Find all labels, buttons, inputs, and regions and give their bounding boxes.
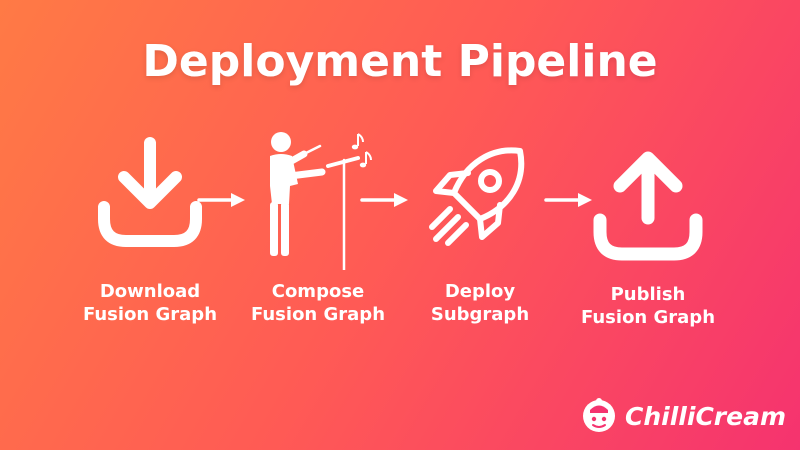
step-label-compose: Compose Fusion Graph [228,280,408,326]
chillicream-logo-icon [581,395,617,438]
brand-name: ChilliCream [625,402,786,431]
flow-arrow-3 [544,190,594,215]
step-label-download: Download Fusion Graph [60,280,240,326]
conductor-icon [262,130,374,270]
rocket-icon [420,143,530,255]
step-label-line1: Deploy [444,281,516,302]
step-label-line1: Download [99,281,201,302]
step-label-line2: Subgraph [430,304,530,325]
upload-icon [590,146,706,262]
step-label-line2: Fusion Graph [250,304,386,325]
brand: ChilliCream [581,395,786,438]
diagram-title: Deployment Pipeline [142,36,658,87]
download-icon [94,135,206,250]
step-label-deploy: Deploy Subgraph [390,280,570,326]
step-label-line2: Fusion Graph [82,304,218,325]
flow-arrow-1 [197,190,247,215]
step-label-line1: Compose [271,281,365,302]
flow-arrow-2 [360,190,410,215]
step-label-line2: Fusion Graph [580,307,716,328]
step-label-line1: Publish [610,284,686,305]
step-label-publish: Publish Fusion Graph [558,283,738,329]
